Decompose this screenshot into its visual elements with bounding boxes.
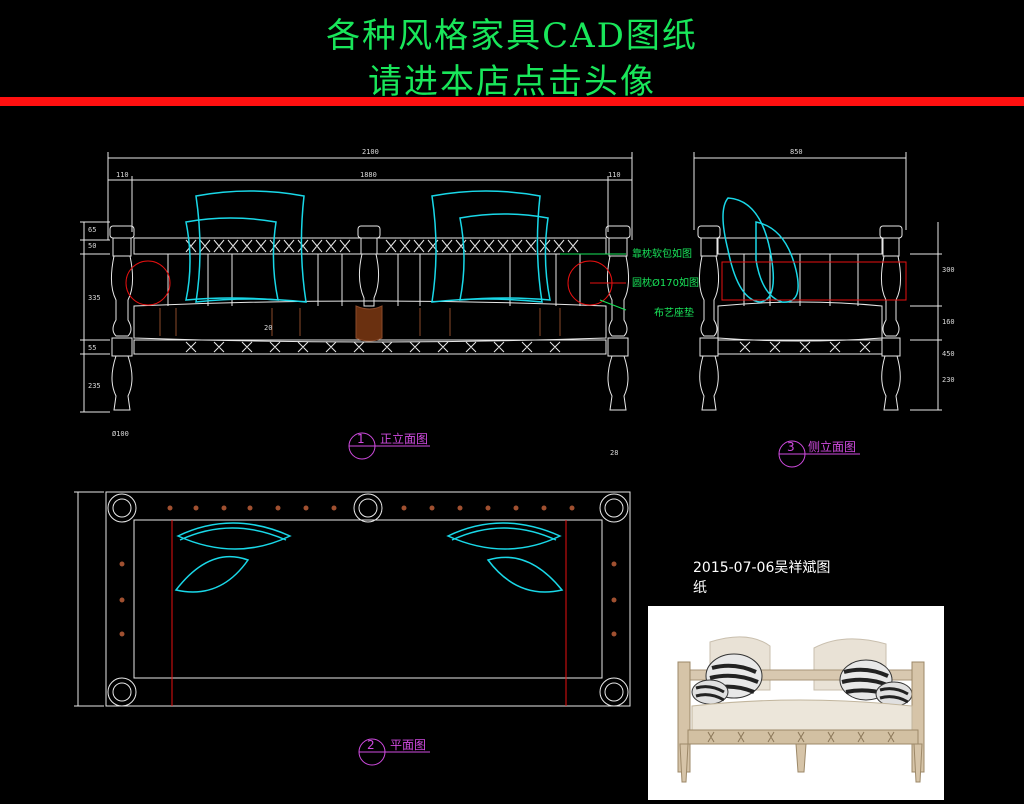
dim-bottom-right: 28 (610, 449, 618, 457)
round-pillow-markers (125, 260, 626, 306)
label-seat: 布艺座垫 (654, 306, 694, 319)
dim-v3: 335 (88, 294, 101, 302)
photo-caption-line-2: 纸 (693, 580, 707, 596)
label-pillow: 靠枕软包如图 (632, 247, 692, 260)
sofa-illustration (677, 636, 925, 783)
dim-diameter: Ø100 (112, 430, 129, 438)
dim-inner: 20 (264, 324, 272, 332)
dim-total: 2100 (362, 148, 379, 156)
photo-caption-line-1: 2015-07-06吴祥斌图 (693, 560, 831, 576)
dim-side-r4: 230 (942, 376, 955, 384)
seat-fabric-lines (159, 305, 561, 342)
front-pillows (185, 190, 551, 303)
dim-side-r2: 160 (942, 318, 955, 326)
view-name-front: 正立面图 (380, 431, 428, 446)
side-pillows (722, 197, 799, 303)
view-number-front: 1 (357, 432, 365, 446)
dim-right: 110 (608, 171, 621, 179)
view-label-side: 3 侧立面图 (778, 439, 860, 468)
side-view (693, 152, 942, 411)
dim-v2: 50 (88, 242, 96, 250)
dim-side-r1: 300 (942, 266, 955, 274)
dim-side-width: 850 (790, 148, 803, 156)
label-round-pillow: 圆枕Ø170如图 (632, 276, 699, 289)
front-view (80, 152, 633, 413)
dim-v4: 55 (88, 344, 96, 352)
view-name-plan: 平面图 (390, 738, 426, 752)
dim-v1: 65 (88, 226, 96, 234)
side-round-pillow (721, 261, 907, 301)
plan-red-lines (171, 520, 567, 706)
sofa-photo (648, 606, 944, 800)
view-label-front: 1 正立面图 (348, 431, 430, 460)
plan-nail-dots (119, 505, 617, 637)
red-divider (0, 97, 1024, 106)
view-number-plan: 2 (367, 738, 375, 752)
dim-left: 110 (116, 171, 129, 179)
title-line-2: 请进本店点击头像 (368, 62, 656, 102)
view-name-side: 侧立面图 (808, 439, 856, 454)
view-label-plan: 2 平面图 (358, 738, 430, 766)
dim-v5: 235 (88, 382, 101, 390)
plan-pillows (174, 522, 564, 593)
view-number-side: 3 (787, 440, 795, 454)
plan-view (74, 491, 631, 707)
dim-middle: 1880 (360, 171, 377, 179)
leader-lines (560, 253, 627, 311)
title-line-1: 各种风格家具CAD图纸 (326, 16, 698, 56)
dim-side-r3: 450 (942, 350, 955, 358)
